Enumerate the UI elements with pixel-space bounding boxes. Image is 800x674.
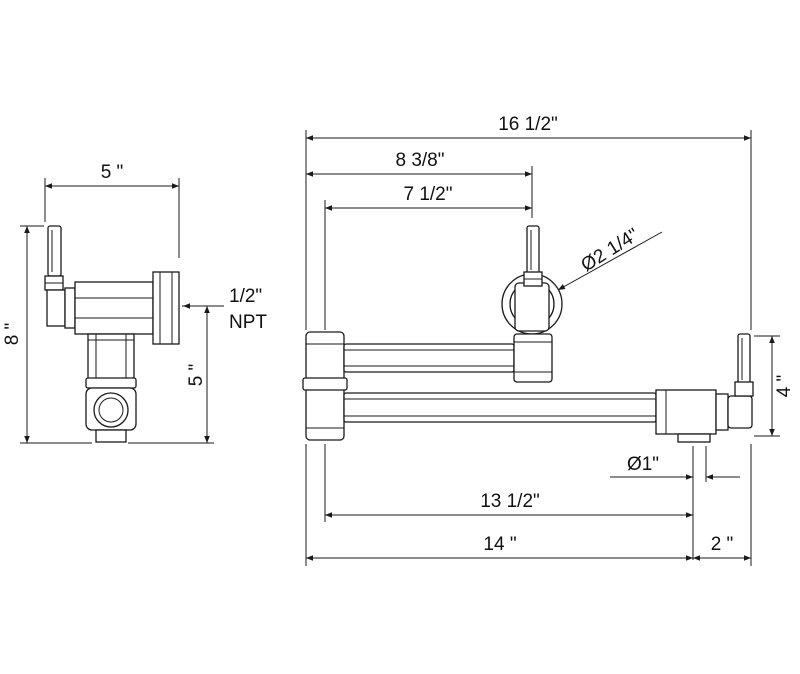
outlet-diameter-dimension: Ø1" — [610, 446, 740, 560]
front-faucet-body — [302, 225, 754, 443]
inlet-thread-label: NPT — [229, 312, 267, 333]
spout-height-label: 4 " — [774, 375, 795, 398]
reach-dimension: 14 " — [305, 444, 693, 566]
side-mount-height-label: 5 " — [186, 364, 207, 387]
side-width-dimension: 5 " — [44, 162, 180, 258]
side-mount-height-dimension: 5 " — [128, 305, 214, 444]
escutcheon-diameter-callout: Ø2 1/4" — [557, 225, 663, 291]
spout-height-dimension: 4 " — [754, 335, 795, 437]
handle-to-wall-dimension: 8 3/8" — [306, 150, 533, 218]
outlet-diameter-label: Ø1" — [627, 454, 659, 475]
inlet-callout: 1/2" NPT — [183, 286, 267, 333]
handle-to-wall-label: 8 3/8" — [395, 150, 444, 171]
reach-label: 14 " — [483, 534, 516, 555]
side-height-label: 8 " — [2, 323, 23, 346]
side-height-dimension: 8 " — [2, 225, 92, 444]
front-view: 16 1/2" 8 3/8" 7 1/2" Ø2 1/4" 4 " — [302, 114, 795, 566]
side-view: 5 " 8 " 5 " 1/2" NPT — [2, 162, 267, 444]
inlet-size-label: 1/2" — [229, 286, 262, 307]
elbow-to-handle-dimension: 7 1/2" — [324, 184, 532, 330]
side-faucet-body — [44, 225, 180, 443]
reach-to-outlet-dimension: 13 1/2" — [324, 444, 693, 522]
reach-to-outlet-label: 13 1/2" — [480, 491, 540, 512]
side-width-label: 5 " — [101, 162, 124, 183]
overall-length-label: 16 1/2" — [498, 114, 558, 135]
elbow-to-handle-label: 7 1/2" — [403, 184, 452, 205]
handle-offset-dimension: 2 " — [693, 444, 752, 566]
overall-length-dimension: 16 1/2" — [305, 114, 752, 330]
escutcheon-diameter-label: Ø2 1/4" — [578, 225, 643, 277]
handle-offset-label: 2 " — [711, 534, 734, 555]
